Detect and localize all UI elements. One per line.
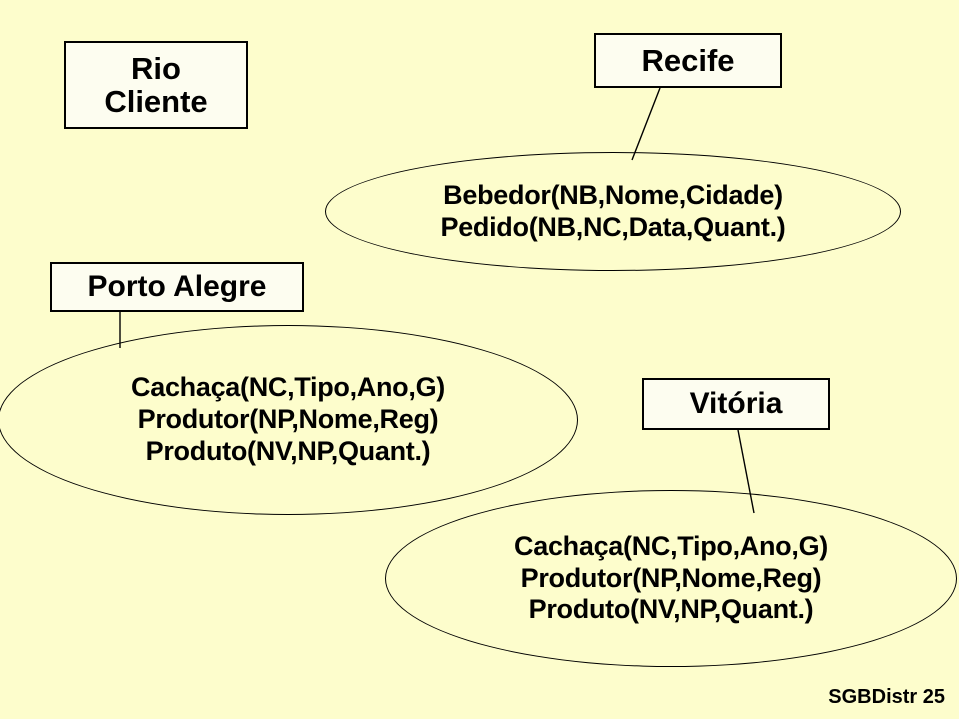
fragment-ellipse-porto-alegre[interactable]: Cachaça(NC,Tipo,Ano,G) Produtor(NP,Nome,… (0, 325, 578, 515)
site-box-recife[interactable]: Recife (594, 33, 782, 88)
fragment-text-vitoria: Cachaça(NC,Tipo,Ano,G) Produtor(NP,Nome,… (514, 530, 828, 625)
fragment-ellipse-recife[interactable]: Bebedor(NB,Nome,Cidade) Pedido(NB,NC,Dat… (325, 152, 901, 271)
connector-recife (631, 87, 661, 161)
site-box-rio[interactable]: Rio Cliente (64, 41, 248, 129)
slide-footer-label: SGBDistr 25 (828, 686, 945, 708)
fragment-ellipse-vitoria[interactable]: Cachaça(NC,Tipo,Ano,G) Produtor(NP,Nome,… (385, 490, 957, 667)
fragment-text-porto-alegre: Cachaça(NC,Tipo,Ano,G) Produtor(NP,Nome,… (131, 372, 445, 466)
site-box-porto-alegre[interactable]: Porto Alegre (50, 262, 304, 312)
site-box-vitoria[interactable]: Vitória (642, 378, 830, 430)
fragment-text-recife: Bebedor(NB,Nome,Cidade) Pedido(NB,NC,Dat… (440, 179, 786, 242)
